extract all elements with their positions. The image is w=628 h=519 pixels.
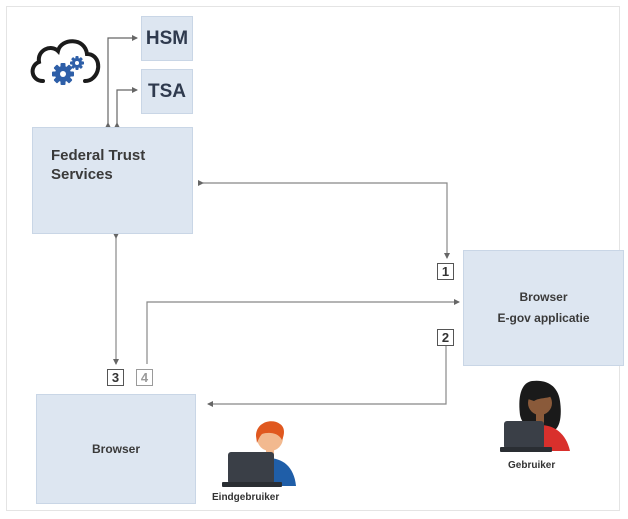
hsm-label: HSM — [145, 27, 189, 49]
gebruiker-label: Gebruiker — [508, 460, 556, 471]
federal-trust-services-box: Federal Trust Services — [32, 127, 193, 234]
hsm-box: HSM — [141, 16, 193, 61]
egov-app-label: E-gov applicatie — [497, 311, 590, 325]
federal-trust-services-label: Federal Trust Services — [51, 147, 146, 183]
arrow-browser-left-to-right — [146, 299, 460, 364]
step-2-badge: 2 — [437, 329, 454, 346]
tsa-box: TSA — [141, 69, 193, 114]
tsa-label: TSA — [148, 80, 186, 102]
step-4-badge: 4 — [136, 369, 153, 386]
arrow-browser-right-to-left — [207, 346, 447, 407]
step-3-badge: 3 — [107, 369, 124, 386]
eindgebruiker-person-icon — [222, 421, 296, 487]
browser-egov-box: Browser E-gov applicatie — [463, 250, 624, 366]
step-1-badge: 1 — [437, 263, 454, 280]
arrow-fts-browser-right — [198, 180, 450, 259]
cloud-gear-icon — [30, 39, 101, 85]
arrow-to-hsm — [105, 35, 138, 128]
arrow-to-tsa — [114, 87, 138, 128]
gebruiker-person-icon — [500, 380, 570, 452]
browser-right-title: Browser — [519, 290, 568, 304]
eindgebruiker-label: Eindgebruiker — [212, 492, 280, 503]
browser-left-label: Browser — [91, 442, 141, 456]
browser-left-box: Browser — [36, 394, 196, 504]
